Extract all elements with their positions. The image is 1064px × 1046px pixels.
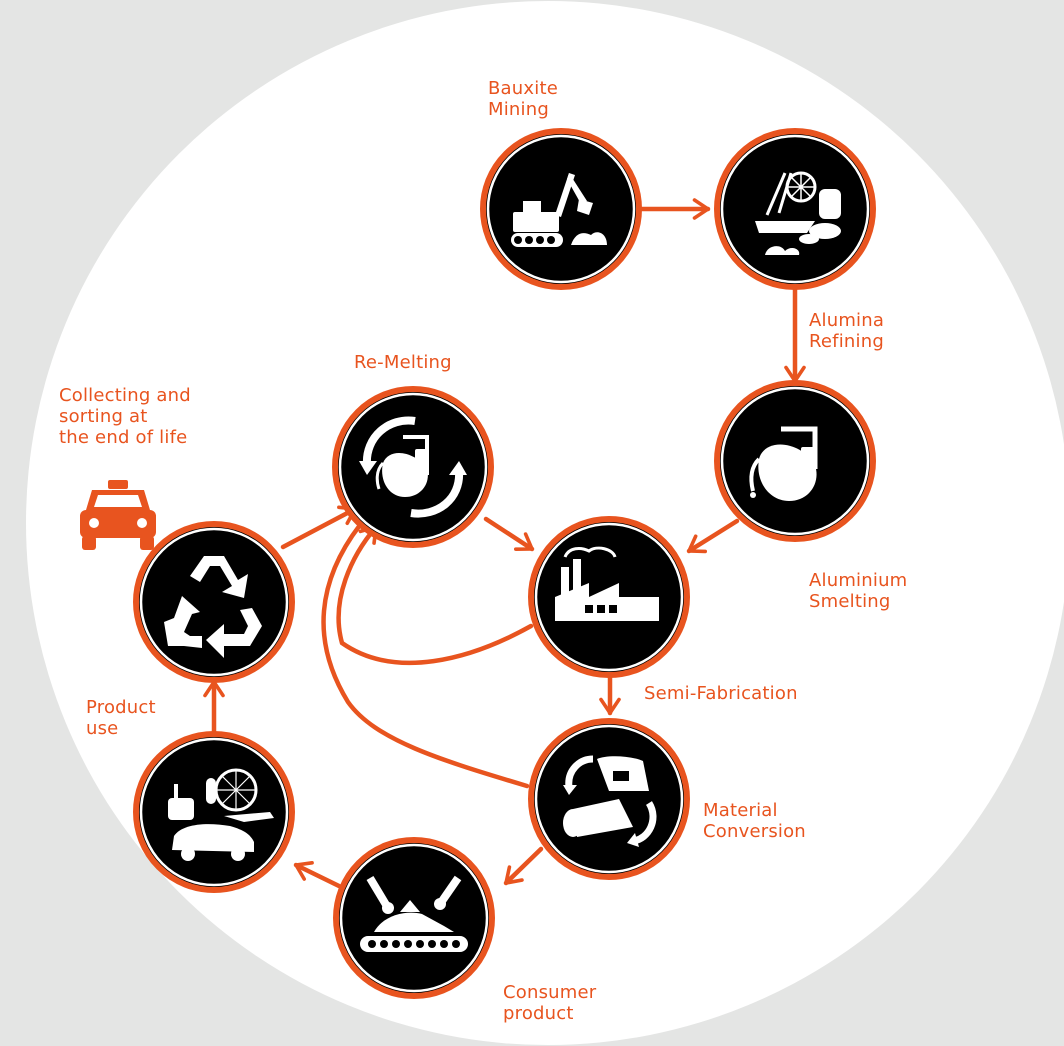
label-alumina-refining: Alumina Refining xyxy=(809,310,885,352)
label-bauxite-mining: Bauxite Mining xyxy=(488,78,558,120)
node-product-use xyxy=(133,731,295,893)
ladle-icon xyxy=(749,426,818,501)
edge-semifab-to-remelt-return xyxy=(336,524,534,666)
edge-collecting-to-remelt xyxy=(280,505,358,550)
sheet-roll-icon xyxy=(563,755,657,847)
node-re-melting xyxy=(332,386,494,548)
label-re-melting: Re-Melting xyxy=(354,352,452,373)
products-icon xyxy=(168,768,274,861)
edge-conversion-to-consumer xyxy=(503,846,544,886)
label-semi-fabrication: Semi-Fabrication xyxy=(644,683,798,704)
label-product-use: Product use xyxy=(86,697,156,739)
node-material-conversion xyxy=(528,718,690,880)
excavator-icon xyxy=(511,173,607,247)
node-bauxite-mining xyxy=(480,128,642,290)
label-material-conversion: Material Conversion xyxy=(703,800,806,842)
car-icon xyxy=(80,480,156,550)
node-semi-fabrication xyxy=(528,516,690,678)
robot-assembly-icon xyxy=(360,875,468,952)
label-consumer-product: Consumer product xyxy=(503,982,597,1024)
remelt-icon xyxy=(359,416,467,518)
edge-smelting-to-semifab xyxy=(686,518,740,554)
edge-consumer-to-use xyxy=(293,861,342,889)
edge-remelt-to-semifab xyxy=(483,516,535,552)
node-consumer-product xyxy=(333,837,495,999)
node-collecting-sorting xyxy=(133,521,295,683)
refinery-icon xyxy=(755,171,841,255)
label-aluminium-smelting: Aluminium Smelting xyxy=(809,570,908,612)
edges xyxy=(203,198,806,889)
node-alumina-refining xyxy=(714,128,876,290)
factory-icon xyxy=(555,546,659,621)
edge-conversion-to-remelt-return xyxy=(321,522,530,789)
label-collecting-sorting: Collecting and sorting at the end of lif… xyxy=(59,385,191,448)
recycle-icon xyxy=(164,556,262,658)
node-aluminium-smelting xyxy=(714,380,876,542)
